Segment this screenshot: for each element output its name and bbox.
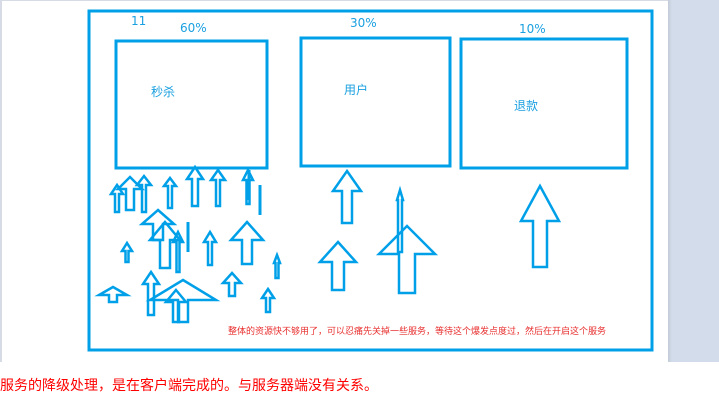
service-name-user: 用户 xyxy=(344,83,369,97)
request-arrow xyxy=(114,175,146,212)
request-arrow xyxy=(94,285,132,304)
side-panel xyxy=(668,0,719,362)
request-arrow xyxy=(163,288,189,324)
service-name-refund: 退款 xyxy=(514,99,539,113)
request-arrow xyxy=(184,164,206,208)
share-label-seckill: 60% xyxy=(180,21,207,35)
request-arrow xyxy=(208,167,228,208)
request-arrow xyxy=(119,240,135,264)
request-arrow xyxy=(228,220,266,266)
outer-frame xyxy=(87,9,654,352)
request-arrow xyxy=(518,183,562,269)
request-arrow xyxy=(240,167,256,206)
service-box-user xyxy=(299,36,452,168)
service-box-seckill xyxy=(114,39,269,170)
request-arrow xyxy=(330,168,364,225)
request-arrow xyxy=(201,229,219,267)
diagram-note: 整体的资源快不够用了，可以忍痛先关掉一些服务，等待这个爆发点度过，然后在开启这个… xyxy=(228,327,607,337)
request-arrow xyxy=(375,224,439,295)
divider xyxy=(0,0,668,1)
request-arrow xyxy=(161,175,179,210)
request-arrow xyxy=(140,269,162,317)
request-arrow xyxy=(317,240,359,292)
request-arrow xyxy=(259,286,277,314)
request-arrow xyxy=(220,271,244,298)
request-arrow xyxy=(145,278,221,324)
corner-number: 11 xyxy=(131,14,147,28)
diagram-shapes xyxy=(87,9,654,352)
share-label-refund: 10% xyxy=(519,22,546,36)
service-name-seckill: 秒杀 xyxy=(151,85,176,99)
share-label-user: 30% xyxy=(350,16,377,30)
request-arrow xyxy=(170,229,186,274)
request-arrow xyxy=(134,173,154,214)
divider xyxy=(0,0,2,362)
request-arrow xyxy=(147,220,183,270)
request-arrow xyxy=(395,185,405,254)
request-arrow xyxy=(108,182,126,214)
caption: 服务的降级处理，是在客户端完成的。与服务器端没有关系。 xyxy=(0,378,378,394)
request-arrow xyxy=(272,251,282,280)
request-arrow xyxy=(138,208,178,242)
service-box-refund xyxy=(459,37,629,170)
